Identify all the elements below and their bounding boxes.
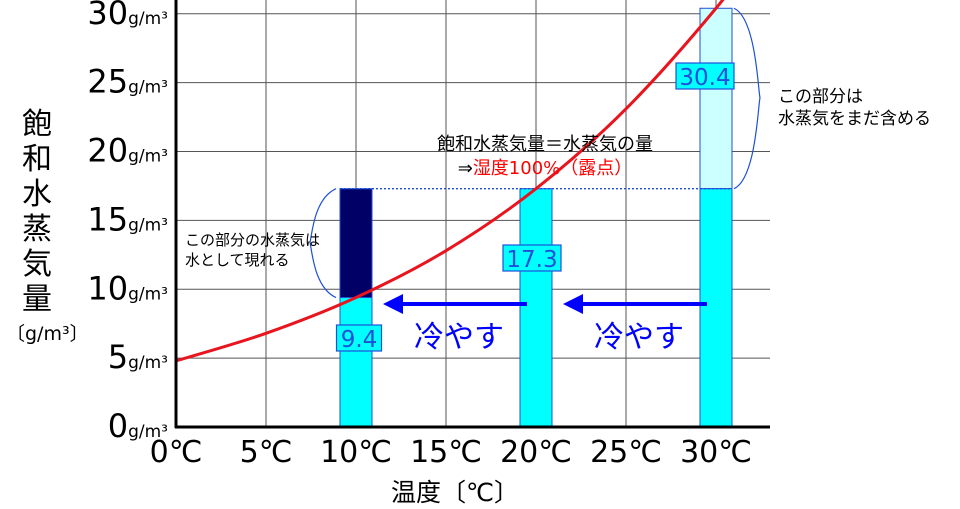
y-tick-value: 10 (87, 269, 128, 307)
bar-value-label-box (335, 324, 383, 352)
saturation-annotation-line1: 飽和水蒸気量＝水蒸気の量 (437, 134, 653, 155)
cooling-arrow-head (563, 294, 583, 314)
y-tick-label: 5g/m³ (108, 338, 168, 376)
y-tick-label: 0g/m³ (108, 407, 168, 445)
x-tick-label: 25℃ (590, 435, 662, 470)
condense-annotation-line1: この部分の水蒸気は (185, 231, 320, 249)
saturation-curve (176, 0, 725, 363)
y-axis-title-char: 量 (22, 282, 52, 317)
y-axis-title-char: 飽 (22, 107, 52, 142)
x-tick-label: 15℃ (410, 435, 482, 470)
y-tick-value: 25 (87, 63, 128, 101)
bar-vapor-segment (699, 188, 733, 428)
condense-annotation-line2: 水として現れる (185, 251, 290, 269)
bar-capacity-segment (699, 7, 733, 190)
y-tick-label: 20g/m³ (87, 132, 168, 170)
bar-value-label: 30.4 (679, 65, 730, 91)
condensed-brace (309, 188, 337, 299)
y-tick-unit: g/m³ (128, 147, 168, 167)
x-tick-label: 0℃ (150, 435, 203, 470)
x-axis-title: 温度〔℃〕 (391, 478, 519, 507)
y-axis-title-char: 水 (22, 177, 52, 212)
labels: 9.4 17.3 30.4 冷やす 冷やす (309, 7, 761, 355)
cooling-arrow-head (383, 294, 403, 314)
saturation-highlight: 湿度100%（露点） (473, 158, 632, 179)
bars (339, 7, 733, 428)
capacity-annotation-line2: 水蒸気をまだ含める (778, 109, 931, 129)
cooling-arrow-label: 冷やす (414, 320, 504, 355)
cooling-arrow-label: 冷やす (594, 320, 684, 355)
x-tick-label: 20℃ (500, 435, 572, 470)
saturation-prefix: ⇒ (458, 158, 473, 179)
x-tick-label: 5℃ (240, 435, 293, 470)
y-tick-value: 5 (108, 338, 128, 376)
y-tick-unit: g/m³ (128, 78, 168, 98)
y-tick-value: 20 (87, 132, 128, 170)
y-tick-unit: g/m³ (128, 284, 168, 304)
y-tick-label: 25g/m³ (87, 63, 168, 101)
y-tick-value: 30 (87, 0, 128, 32)
x-tick-label: 10℃ (320, 435, 392, 470)
bar-vapor-segment (519, 188, 553, 428)
y-axis-unit: 〔g/m³〕 (6, 323, 89, 345)
bar-condensed-segment (339, 188, 373, 299)
y-tick-value: 15 (87, 200, 128, 238)
y-axis-title-char: 和 (22, 142, 52, 177)
y-axis-title-char: 気 (22, 247, 52, 282)
bar-value-label: 17.3 (506, 247, 557, 273)
y-tick-unit: g/m³ (128, 9, 168, 29)
y-tick-label: 30g/m³ (87, 0, 168, 32)
x-tick-label: 30℃ (680, 435, 752, 470)
bar-vapor-segment (339, 297, 373, 428)
capacity-annotation-line1: この部分は (778, 87, 863, 107)
bar-value-label-box (675, 62, 735, 90)
capacity-brace (733, 7, 761, 190)
y-tick-unit: g/m³ (128, 215, 168, 235)
y-tick-unit: g/m³ (128, 422, 168, 442)
y-axis-title-char: 蒸 (22, 212, 52, 247)
bar-value-label-box (502, 244, 562, 272)
y-tick-value: 0 (108, 407, 128, 445)
y-tick-label: 10g/m³ (87, 269, 168, 307)
saturation-annotation-line2: ⇒湿度100%（露点） (458, 158, 633, 179)
y-tick-unit: g/m³ (128, 353, 168, 373)
saturation-curve-layer (176, 0, 725, 363)
y-tick-label: 15g/m³ (87, 200, 168, 238)
bar-value-label: 9.4 (341, 327, 378, 353)
